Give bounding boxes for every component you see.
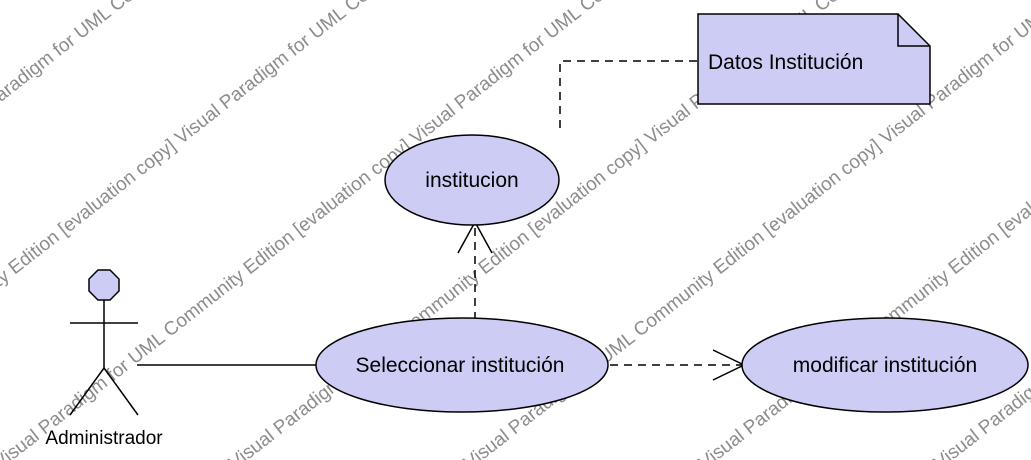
actor-left-leg bbox=[69, 367, 105, 416]
note: Datos Institución bbox=[697, 13, 931, 105]
use-case-label: modificar institución bbox=[793, 354, 977, 377]
use-case-label: institucion bbox=[425, 169, 518, 192]
use-case-seleccionar-institucion: Seleccionar institución bbox=[315, 317, 609, 413]
note-folded-corner bbox=[897, 14, 930, 47]
note-anchor-line bbox=[559, 60, 698, 128]
note-shape bbox=[697, 13, 931, 105]
use-case-ellipse bbox=[741, 317, 1029, 413]
actor-name: Administrador bbox=[45, 428, 163, 449]
actor-right-leg bbox=[103, 367, 139, 416]
actor-administrador: Administrador bbox=[45, 269, 163, 449]
use-case-institucion: institucion bbox=[384, 134, 560, 226]
use-case-label: Seleccionar institución bbox=[356, 354, 565, 377]
note-text: Datos Institución bbox=[708, 51, 863, 74]
use-case-ellipse bbox=[384, 134, 560, 226]
use-case-ellipse bbox=[315, 317, 609, 413]
use-case-modificar-institucion: modificar institución bbox=[741, 317, 1029, 413]
actor-head bbox=[88, 269, 120, 301]
